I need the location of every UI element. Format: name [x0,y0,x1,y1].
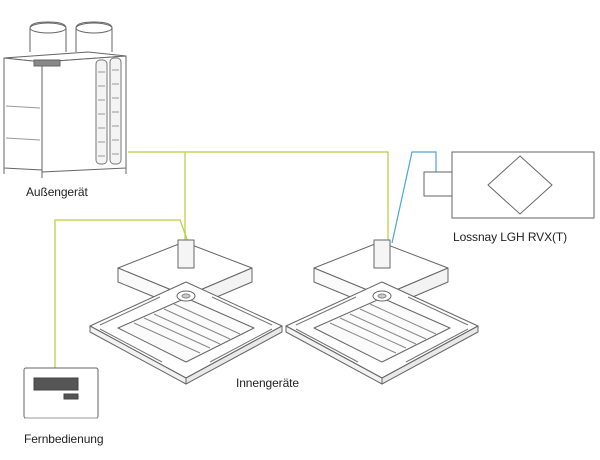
remote-control-label: Fernbedienung [24,432,104,446]
green-connection-lines [54,151,389,368]
remote-control [23,367,99,419]
outdoor-unit [3,21,127,178]
line-outdoor-to-indoor-2 [185,151,389,242]
line-outdoor-to-indoor-1 [128,151,186,242]
lossnay-label: Lossnay LGH RVX(T) [453,230,568,244]
outdoor-unit-label: Außengerät [26,185,88,199]
indoor-unit-2 [285,239,479,385]
lossnay-unit [423,151,595,219]
indoor-unit-1 [89,239,283,385]
indoor-units-label: Innengeräte [236,376,299,390]
line-remote-to-indoor-1 [54,219,189,368]
line-lossnay-to-indoor-2 [391,151,437,244]
heat-exchanger-diamond [487,155,553,215]
